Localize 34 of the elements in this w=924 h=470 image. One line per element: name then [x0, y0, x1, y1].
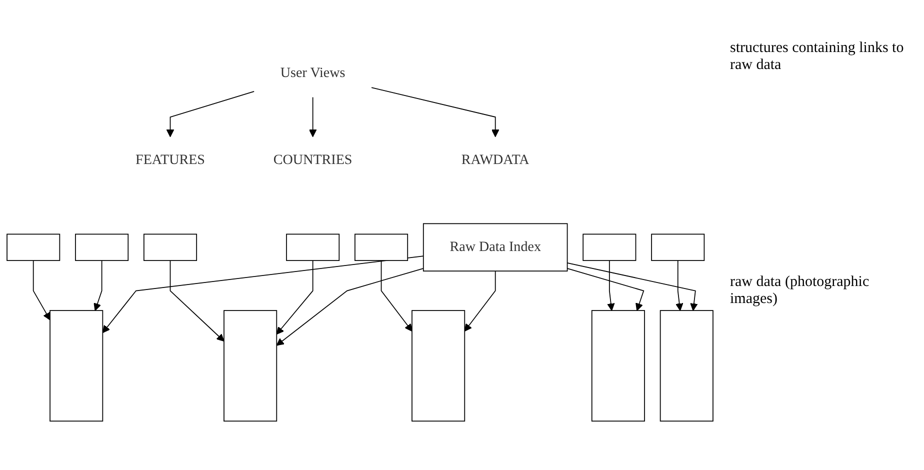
arrow	[32, 260, 50, 320]
node-text: COUNTRIES	[273, 152, 352, 167]
arrow	[276, 260, 314, 334]
node-box	[591, 310, 645, 422]
arrow	[308, 96, 317, 137]
arrow	[166, 90, 255, 137]
node-box	[143, 233, 198, 260]
node-box	[582, 233, 636, 260]
node-box: Raw Data Index	[422, 222, 568, 271]
node-box	[354, 233, 408, 260]
note-text: structures containing links to raw data	[730, 40, 905, 74]
node-box	[6, 233, 60, 260]
arrow	[276, 267, 424, 346]
arrow	[566, 262, 698, 310]
arrow	[371, 86, 500, 137]
note-text: raw data (photographic images)	[730, 274, 870, 308]
node-box	[651, 233, 705, 260]
arrow	[102, 255, 424, 333]
arrow	[607, 260, 615, 310]
arrow	[170, 260, 224, 341]
node-box	[224, 310, 278, 422]
node-box	[50, 310, 104, 422]
arrow	[464, 270, 496, 332]
node-text: User Views	[280, 65, 346, 80]
node-box	[75, 233, 129, 260]
arrow	[676, 260, 684, 310]
node-text: FEATURES	[136, 152, 205, 167]
node-text: RAWDATA	[461, 152, 530, 167]
node-box	[660, 310, 714, 422]
arrow	[94, 260, 102, 310]
arrow	[566, 267, 644, 310]
arrow	[380, 260, 412, 332]
node-box	[286, 233, 340, 260]
node-box	[412, 310, 466, 422]
